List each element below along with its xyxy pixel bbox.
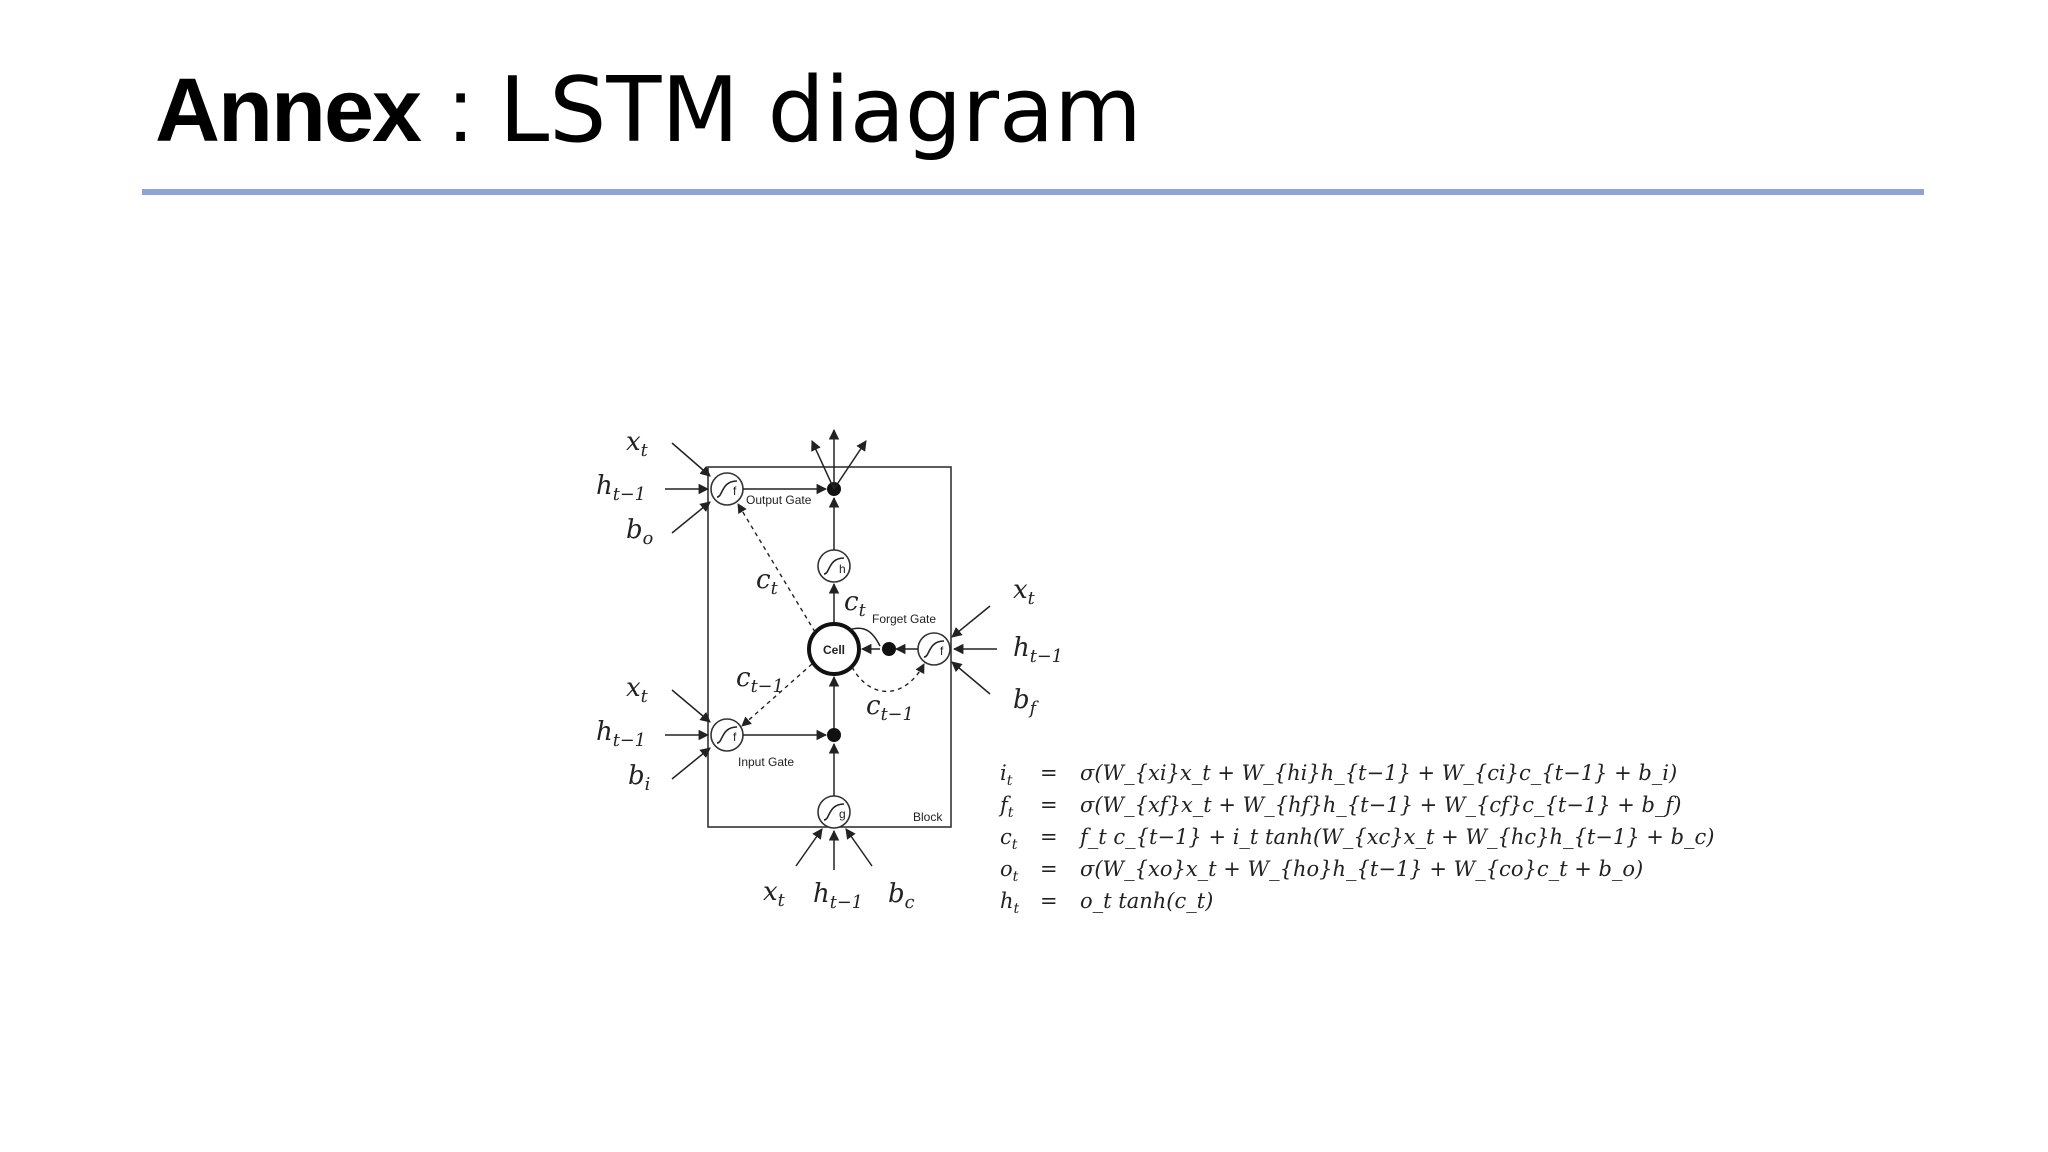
output-gate: f xyxy=(710,472,744,506)
output-arrow-right xyxy=(833,440,867,490)
cell-bias: bc xyxy=(888,879,915,913)
equation-rel: = xyxy=(1040,761,1058,785)
forget-gate: f xyxy=(917,632,951,666)
equation-rel: = xyxy=(1040,825,1058,849)
forget-gate-bias: bf xyxy=(1013,685,1040,719)
output-gate-x-input: xt xyxy=(626,427,649,461)
output-arrow-left xyxy=(811,440,835,490)
title-annex: Annex xyxy=(155,61,422,161)
equation-lhs: ot xyxy=(1000,857,1019,885)
input-product-node xyxy=(827,728,841,742)
arrow-forget-x xyxy=(951,605,991,638)
arrow-forget-b xyxy=(951,661,991,695)
cell-circle xyxy=(807,622,861,676)
arrow-output-b xyxy=(671,501,711,534)
block-label: Block xyxy=(913,810,943,824)
equation-rhs: σ(W_{xi}x_t + W_{hi}h_{t−1} + W_{ci}c_{t… xyxy=(1080,761,1677,785)
slide-title: Annex:LSTM diagram xyxy=(155,66,1142,157)
svg-text:h: h xyxy=(839,562,846,576)
input-gate-h-input: ht−1 xyxy=(596,717,646,751)
title-separator: : xyxy=(448,61,474,161)
cell-x-input: xt xyxy=(763,877,786,911)
forget-gate-label: Forget Gate xyxy=(872,612,936,626)
cell-input-squash: g xyxy=(817,795,851,829)
title-topic: LSTM diagram xyxy=(499,58,1142,163)
lstm-equations: it = σ(W_{xi}x_t + W_{hi}h_{t−1} + W_{ci… xyxy=(998,761,1714,917)
forget-gate-h-input: ht−1 xyxy=(1013,633,1063,667)
input-gate-x-input: xt xyxy=(626,673,649,707)
output-gate-bias: bo xyxy=(626,515,653,549)
peephole-ct1-input-label: ct−1 xyxy=(736,663,784,697)
arrow-output-x xyxy=(671,442,711,477)
svg-text:f: f xyxy=(940,644,944,658)
input-gate: f xyxy=(710,718,744,752)
svg-text:g: g xyxy=(839,807,846,821)
cell-label: Cell xyxy=(823,643,845,657)
equation-rel: = xyxy=(1040,889,1058,913)
equation-rel: = xyxy=(1040,857,1058,881)
equation-lhs: ft xyxy=(998,793,1014,821)
equation-rel: = xyxy=(1040,793,1058,817)
arrow-cell-x xyxy=(795,828,823,867)
forget-product-node xyxy=(882,642,896,656)
cell-h-input: ht−1 xyxy=(813,879,863,913)
cell-output-squash: h xyxy=(817,549,851,583)
equation-rhs: o_t tanh(c_t) xyxy=(1080,889,1213,913)
output-gate-h-input: ht−1 xyxy=(596,471,646,505)
peephole-ct-output-label: ct xyxy=(756,565,779,599)
equation-rhs: σ(W_{xf}x_t + W_{hf}h_{t−1} + W_{cf}c_{t… xyxy=(1080,793,1681,817)
peephole-to-forget xyxy=(851,663,925,692)
cell-recurrent-loop xyxy=(848,627,881,647)
input-gate-bias: bi xyxy=(628,761,650,795)
svg-text:f: f xyxy=(733,484,737,498)
equation-rhs: f_t c_{t−1} + i_t tanh(W_{xc}x_t + W_{hc… xyxy=(1078,825,1714,849)
equation-lhs: ht xyxy=(1000,889,1020,917)
title-underline xyxy=(142,189,1924,195)
arrow-input-b xyxy=(671,747,711,780)
peephole-to-output xyxy=(737,503,816,633)
peephole-ct1-forget-label: ct−1 xyxy=(866,691,914,725)
arrow-input-x xyxy=(671,689,711,723)
svg-text:f: f xyxy=(733,730,737,744)
output-gate-label: Output Gate xyxy=(746,493,812,507)
equation-rhs: σ(W_{xo}x_t + W_{ho}h_{t−1} + W_{co}c_t … xyxy=(1080,857,1643,881)
equation-lhs: ct xyxy=(1000,825,1018,853)
arrow-cell-b xyxy=(845,828,873,867)
equation-lhs: it xyxy=(1000,761,1013,789)
input-gate-label: Input Gate xyxy=(738,755,794,769)
peephole-ct-h-label: ct xyxy=(844,587,867,621)
forget-gate-x-input: xt xyxy=(1013,575,1036,609)
